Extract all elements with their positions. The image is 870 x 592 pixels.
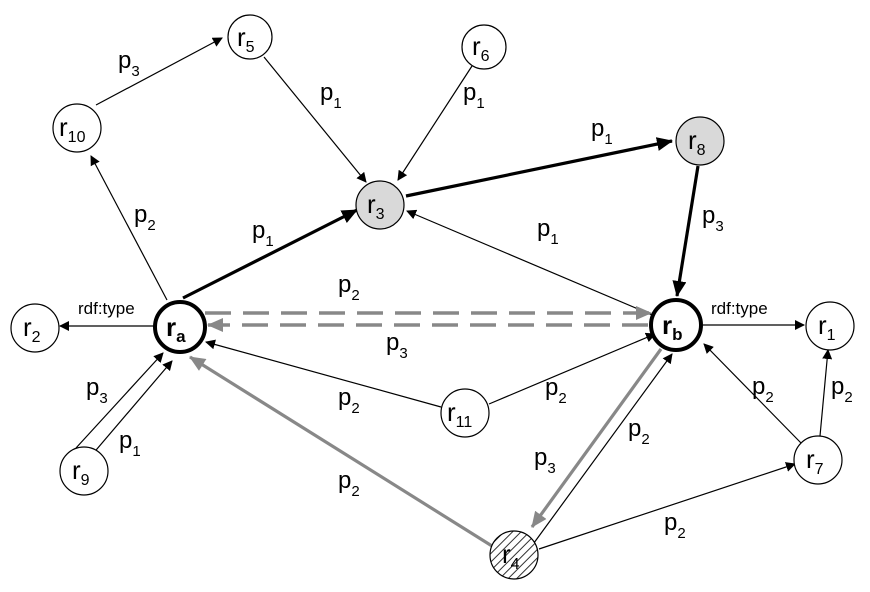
edge-label-r9-ra-p3: p3 xyxy=(86,374,108,407)
node-r6: r6 xyxy=(461,24,507,70)
edge-ra-r10 xyxy=(90,155,168,301)
svg-text:r2: r2 xyxy=(23,312,41,346)
edge-label-r6-r3: p1 xyxy=(463,79,485,112)
svg-text:r5: r5 xyxy=(237,22,255,56)
svg-text:r8: r8 xyxy=(688,125,706,159)
edge-r11-ra xyxy=(205,339,442,408)
edge-label-r11-rb: p2 xyxy=(545,374,567,407)
svg-text:r11: r11 xyxy=(447,397,472,431)
edge-label-r4-ra: p2 xyxy=(338,467,360,500)
edge-label-rb-ra-dashed: p3 xyxy=(386,329,408,362)
node-rb: rb xyxy=(649,298,703,352)
svg-text:r9: r9 xyxy=(72,455,90,489)
node-r11: r11 xyxy=(440,388,490,438)
edge-r6-r3 xyxy=(397,65,473,181)
svg-text:r10: r10 xyxy=(59,112,86,146)
edge-label-r4-r7: p2 xyxy=(664,509,686,542)
edge-label-ra-r10: p2 xyxy=(134,201,156,234)
svg-text:ra: ra xyxy=(166,312,186,346)
edge-label-r7-r1: p2 xyxy=(831,373,853,406)
node-r5: r5 xyxy=(227,14,273,60)
node-ra: ra xyxy=(153,300,207,354)
edge-r4-ra xyxy=(189,355,493,548)
edge-label-rb-r4: p3 xyxy=(534,444,556,477)
edge-label-r7-rb: p2 xyxy=(752,373,774,406)
edge-label-r5-r3: p1 xyxy=(320,79,342,112)
nodes: r5 r6 r10 r3 r8 r2 ra rb xyxy=(10,14,855,580)
edge-ra-r3 xyxy=(182,208,358,300)
svg-text:r1: r1 xyxy=(818,310,836,344)
svg-text:r3: r3 xyxy=(367,189,385,223)
edge-rb-r4 xyxy=(530,348,663,528)
edge-r3-r8 xyxy=(405,137,673,198)
node-r10: r10 xyxy=(52,103,102,153)
node-r4: r4 xyxy=(489,530,539,580)
edge-label-ra-r2: rdf:type xyxy=(78,299,135,318)
edge-label-r10-r5: p3 xyxy=(118,47,140,80)
edge-rb-r3 xyxy=(406,209,658,318)
edge-label-r9-ra-p1: p1 xyxy=(119,427,141,460)
svg-text:rb: rb xyxy=(662,310,683,344)
edge-r4-r7 xyxy=(538,462,796,550)
edge-label-ra-rb-dashed: p2 xyxy=(338,271,360,304)
edge-r9-ra-p1 xyxy=(90,360,173,457)
edge-r5-r3 xyxy=(263,56,367,183)
edge-label-r8-rb: p3 xyxy=(702,202,724,235)
edges xyxy=(59,37,833,550)
edge-label-r4-rb: p2 xyxy=(628,415,650,448)
edge-label-r3-r8: p1 xyxy=(591,115,613,148)
edge-labels: p3 p1 p1 p1 p2 p1 p3 p1 p2 p3 rdf:type r… xyxy=(78,47,853,542)
edge-label-ra-r3: p1 xyxy=(252,217,274,250)
edge-label-r11-ra: p2 xyxy=(338,384,360,417)
node-r8: r8 xyxy=(675,116,725,166)
edge-r10-r5 xyxy=(95,37,223,106)
edge-r7-r1 xyxy=(819,349,833,437)
node-r7: r7 xyxy=(793,435,843,485)
edge-r9-ra-p3 xyxy=(75,352,164,449)
node-r2: r2 xyxy=(10,303,60,353)
node-r9: r9 xyxy=(59,446,109,496)
svg-text:r4: r4 xyxy=(502,539,520,573)
edge-label-rb-r1: rdf:type xyxy=(711,299,768,318)
edge-r4-rb xyxy=(530,353,673,548)
node-r1: r1 xyxy=(805,301,855,351)
edge-label-rb-r3: p1 xyxy=(537,215,559,248)
svg-text:r6: r6 xyxy=(472,31,490,65)
svg-text:r7: r7 xyxy=(806,444,824,478)
edge-r8-rb xyxy=(672,165,700,297)
edge-r7-rb xyxy=(703,343,803,445)
node-r3: r3 xyxy=(355,180,405,230)
edge-r11-rb xyxy=(488,332,656,405)
